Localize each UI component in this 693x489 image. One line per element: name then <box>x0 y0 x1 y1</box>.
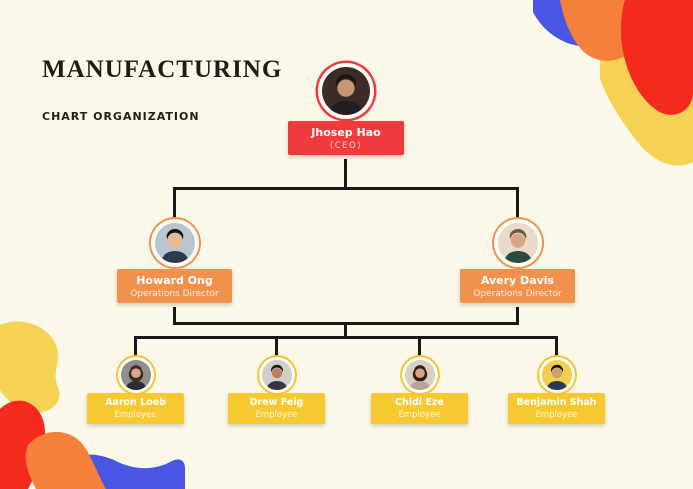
connector-employees-hbar <box>134 336 558 339</box>
employee3-name: Chidi Eze <box>395 397 444 408</box>
director1-role: Operations Director <box>130 288 219 299</box>
director1-name: Howard Ong <box>136 273 213 287</box>
director2-avatar-photo <box>493 219 542 267</box>
org-node-employee-benjamin-shah: Benjamin Shah Employee <box>508 357 605 424</box>
employee3-card: Chidi Eze Employee <box>371 393 468 424</box>
connector-employee2-drop <box>275 336 278 357</box>
connector-employee3-drop <box>418 336 421 357</box>
employee1-name: Aaron Loeb <box>105 397 166 408</box>
ceo-avatar-photo <box>318 63 374 119</box>
connector-directors-hbar <box>173 187 519 190</box>
employee2-card: Drew Feig Employee <box>228 393 325 424</box>
org-node-director-howard-ong: Howard Ong Operations Director <box>117 219 232 303</box>
employee1-card: Aaron Loeb Employee <box>87 393 184 424</box>
connector-director1-drop <box>173 187 176 219</box>
employee2-name: Drew Feig <box>249 397 304 408</box>
connector-ceo-drop <box>344 159 347 190</box>
connector-employee1-drop <box>134 336 137 357</box>
org-node-employee-chidi-eze: Chidi Eze Employee <box>371 357 468 424</box>
connector-director2-drop <box>516 187 519 219</box>
employee3-avatar-photo <box>401 357 438 393</box>
employee4-card: Benjamin Shah Employee <box>508 393 605 424</box>
header: MANUFACTURING CHART ORGANIZATION <box>42 56 282 123</box>
org-node-employee-aaron-loeb: Aaron Loeb Employee <box>87 357 184 424</box>
employee2-avatar-photo <box>258 357 295 393</box>
employee2-role: Employee <box>255 410 298 420</box>
director2-role: Operations Director <box>473 288 562 299</box>
org-node-director-avery-davis: Avery Davis Operations Director <box>460 219 575 303</box>
employee4-role: Employee <box>535 410 578 420</box>
employee1-avatar-photo <box>117 357 154 393</box>
ceo-role: (CEO) <box>329 140 363 151</box>
ceo-name: Jhosep Hao <box>311 125 381 139</box>
director2-name: Avery Davis <box>480 273 555 287</box>
page-title: MANUFACTURING <box>42 56 283 83</box>
org-node-ceo: Jhosep Hao (CEO) <box>288 63 404 155</box>
director1-card: Howard Ong Operations Director <box>117 269 232 303</box>
ceo-card: Jhosep Hao (CEO) <box>288 121 404 155</box>
corner-blobs-top-right-decor <box>533 0 693 166</box>
connector-center-drop <box>344 322 347 339</box>
employee4-avatar-photo <box>538 357 575 393</box>
director2-card: Avery Davis Operations Director <box>460 269 575 303</box>
employee4-name: Benjamin Shah <box>516 397 597 408</box>
employee3-role: Employee <box>398 410 441 420</box>
director1-avatar-photo <box>150 219 199 267</box>
org-node-employee-drew-feig: Drew Feig Employee <box>228 357 325 424</box>
connector-director2-down <box>516 307 519 325</box>
employee1-role: Employee <box>114 410 157 420</box>
connector-employee4-drop <box>555 336 558 357</box>
connector-director1-down <box>173 307 176 325</box>
page-subtitle: CHART ORGANIZATION <box>42 110 200 123</box>
